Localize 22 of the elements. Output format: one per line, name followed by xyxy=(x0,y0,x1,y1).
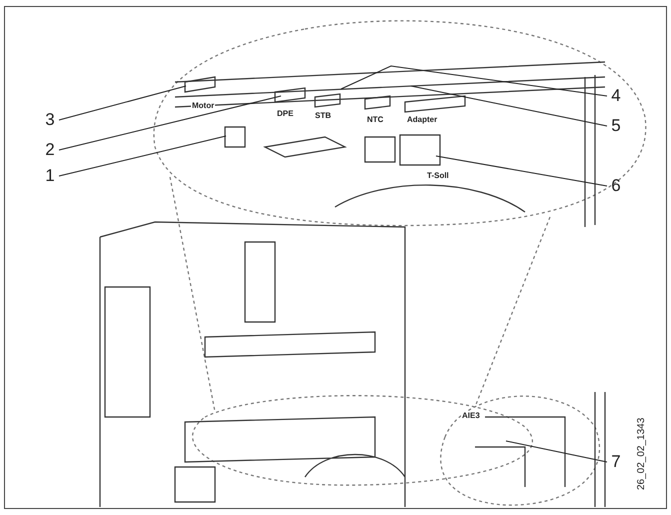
callout-number: 5 xyxy=(609,117,623,135)
connector-label: DPE xyxy=(276,109,294,118)
connector-label: Motor xyxy=(191,101,216,110)
connector-label: T-Soll xyxy=(426,171,450,180)
connector-label: Adapter xyxy=(406,115,438,124)
leader-line xyxy=(58,136,226,176)
callout-number: 2 xyxy=(43,141,57,159)
leader-line xyxy=(410,86,608,126)
callout-number: 4 xyxy=(609,87,623,105)
callout-number: 1 xyxy=(43,167,57,185)
connector-label: STB xyxy=(314,111,332,120)
leader-line xyxy=(58,96,282,150)
callout-number: 3 xyxy=(43,111,57,129)
callout-number: 6 xyxy=(609,177,623,195)
leader-line xyxy=(58,86,186,120)
drawing-number: 26_02_02_1343 xyxy=(636,416,647,491)
connector-label: NTC xyxy=(366,115,384,124)
connector-label: AIE3 xyxy=(461,411,481,420)
callout-number: 7 xyxy=(609,453,623,471)
leader-line xyxy=(340,65,608,96)
leader-line xyxy=(506,440,608,462)
leader-line xyxy=(436,156,608,186)
